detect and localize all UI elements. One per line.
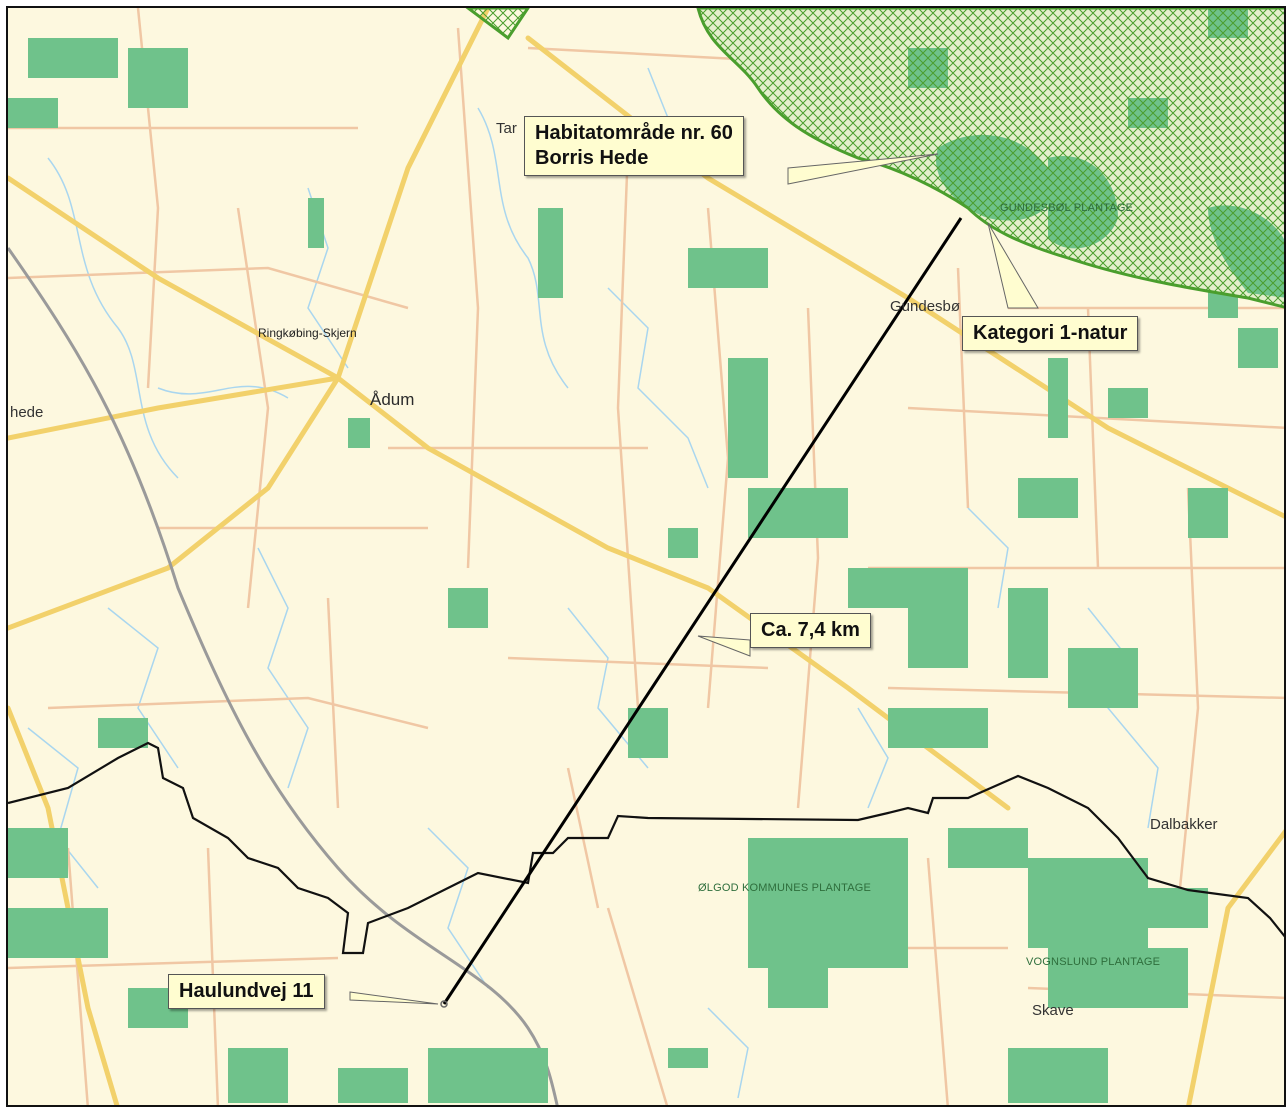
- callout-haulundvej[interactable]: Haulundvej 11: [168, 974, 325, 1009]
- callout-habitat[interactable]: Habitatområde nr. 60 Borris Hede: [524, 116, 744, 176]
- forest-label-olgod: ØLGOD KOMMUNES PLANTAGE: [698, 882, 872, 894]
- callout-distance[interactable]: Ca. 7,4 km: [750, 613, 871, 648]
- forest-label-gundesbol: GUNDESBØL PLANTAGE: [1000, 202, 1134, 214]
- place-label-tar: Tar: [496, 120, 517, 137]
- place-label-hede: hede: [10, 404, 44, 421]
- distance-line: [442, 217, 963, 1005]
- place-label-skave: Skave: [1032, 1002, 1074, 1019]
- map-canvas[interactable]: [8, 8, 1286, 1107]
- minor-roads: [8, 8, 1284, 1105]
- haulundvej-point[interactable]: [440, 1000, 448, 1008]
- callout-kategori[interactable]: Kategori 1-natur: [962, 316, 1139, 351]
- place-label-ringkobing: Ringkøbing-Skjern: [258, 326, 357, 340]
- forest-areas: [8, 38, 1278, 1103]
- callout-leaders: [349, 153, 1039, 1005]
- forest-label-vognslund: VOGNSLUND PLANTAGE: [1026, 956, 1161, 968]
- place-label-dalbakker: Dalbakker: [1150, 816, 1218, 833]
- map-frame[interactable]: Ringkøbing-Skjern Ådum hede Tar Gundesbø…: [6, 6, 1286, 1107]
- municipal-boundary: [8, 741, 1284, 955]
- callout-habitat-line2: Borris Hede: [535, 147, 649, 169]
- place-label-gundesb: Gundesbø: [890, 298, 961, 315]
- habitat-hatch: [696, 8, 1284, 309]
- place-label-adum: Ådum: [370, 390, 415, 409]
- habitat-fragment: [465, 8, 530, 41]
- callout-habitat-line1: Habitatområde nr. 60: [535, 122, 733, 144]
- railway: [8, 247, 559, 1105]
